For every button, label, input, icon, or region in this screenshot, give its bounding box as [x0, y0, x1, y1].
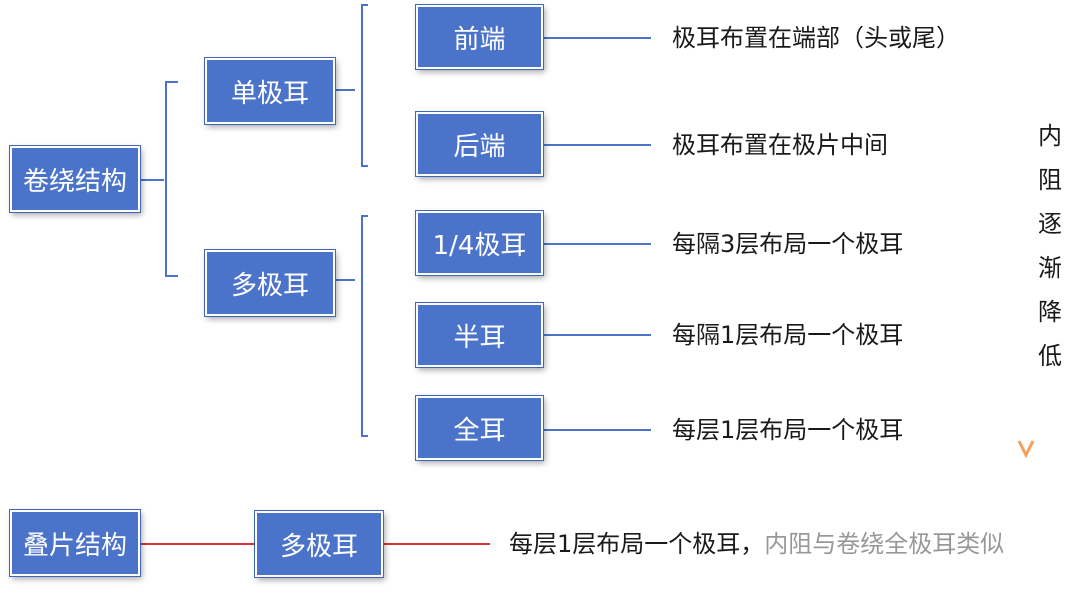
node-winding-root: 卷绕结构 — [10, 146, 140, 212]
node-quarter-tab: 1/4极耳 — [416, 211, 543, 275]
trend-char: 低 — [1038, 342, 1062, 370]
root-bracket — [140, 81, 178, 277]
trend-char: 阻 — [1038, 166, 1062, 194]
desc-full-tab: 每层1层布局一个极耳 — [672, 416, 904, 444]
node-half-tab: 半耳 — [416, 303, 543, 367]
trend-char: 内 — [1038, 122, 1062, 150]
trend-label: 内 阻 逐 渐 降 低 — [1034, 114, 1066, 378]
trend-arrow — [1017, 26, 1035, 459]
desc-back-end: 极耳布置在极片中间 — [672, 131, 888, 159]
node-stacking-root: 叠片结构 — [10, 510, 140, 576]
node-single-tab: 单极耳 — [205, 58, 335, 124]
desc-half-tab: 每隔1层布局一个极耳 — [672, 321, 904, 349]
single-bracket — [336, 4, 368, 167]
desc-front-end: 极耳布置在端部（头或尾） — [672, 24, 960, 52]
trend-char: 渐 — [1038, 254, 1062, 282]
trend-char: 逐 — [1038, 210, 1062, 238]
watermark-overlay — [755, 520, 1065, 580]
node-full-tab: 全耳 — [416, 396, 543, 460]
node-back-end: 后端 — [416, 112, 543, 176]
trend-char: 降 — [1038, 298, 1062, 326]
desc-connectors — [543, 37, 651, 431]
node-multi-tab: 多极耳 — [205, 250, 335, 316]
node-stacking-multi-tab: 多极耳 — [255, 511, 383, 577]
node-front-end: 前端 — [416, 5, 543, 69]
desc-quarter-tab: 每隔3层布局一个极耳 — [672, 230, 904, 258]
multi-bracket — [336, 215, 368, 437]
